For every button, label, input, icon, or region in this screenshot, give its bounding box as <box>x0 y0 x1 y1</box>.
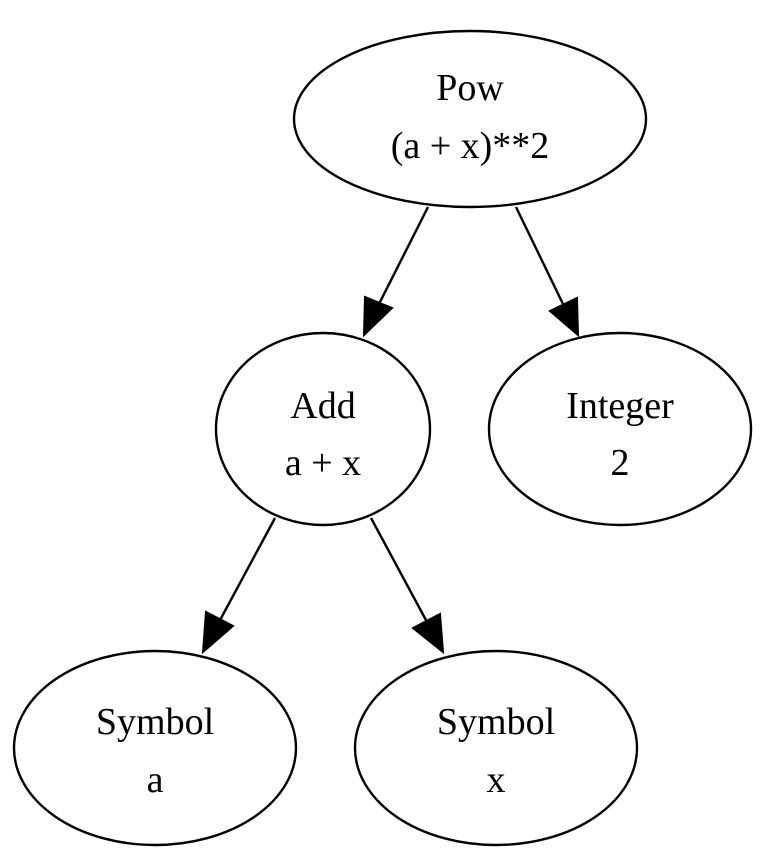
node-add: Add a + x <box>214 331 432 527</box>
node-symbol-x: Symbol x <box>353 649 639 847</box>
arrowhead-icon <box>548 296 580 338</box>
node-expression: x <box>487 759 506 801</box>
node-expression: a <box>147 759 164 801</box>
node-symbol-a: Symbol a <box>12 649 298 847</box>
edge-pow-to-add <box>362 206 430 338</box>
node-type-label: Add <box>290 385 355 427</box>
node-expression: (a + x)**2 <box>391 125 550 167</box>
node-expression: a + x <box>285 442 361 484</box>
edge-add-to-symbol-a <box>201 517 277 655</box>
node-expression: 2 <box>611 442 630 484</box>
node-pow: Pow (a + x)**2 <box>292 29 648 209</box>
node-type-label: Symbol <box>96 701 214 743</box>
node-type-label: Pow <box>436 67 504 109</box>
edges <box>201 206 580 655</box>
arrowhead-icon <box>362 295 394 338</box>
node-type-label: Integer <box>566 385 674 427</box>
node-integer: Integer 2 <box>487 331 753 527</box>
node-type-label: Symbol <box>437 701 555 743</box>
edge-pow-to-integer <box>514 206 580 338</box>
edge-add-to-symbol-x <box>369 517 445 655</box>
arrowhead-icon <box>201 610 235 655</box>
arrowhead-icon <box>411 612 445 655</box>
